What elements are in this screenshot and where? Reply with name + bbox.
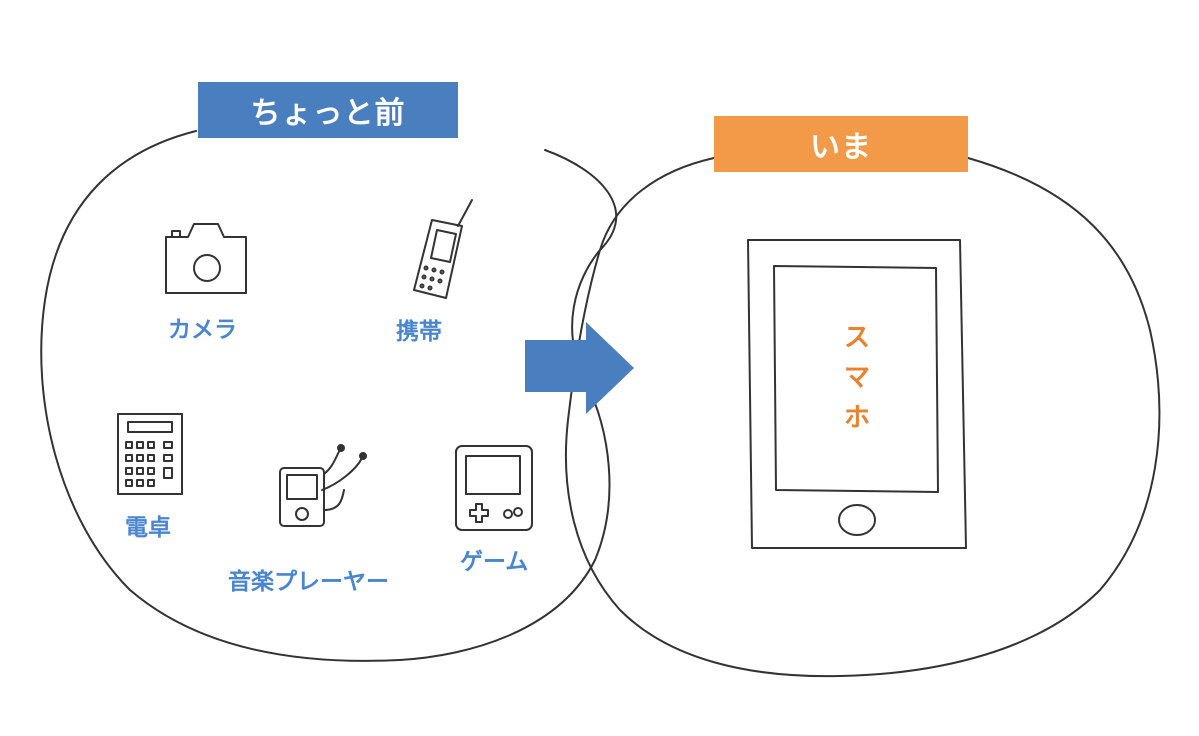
handheld-game-icon [455,445,533,531]
calculator-icon [117,413,183,495]
now-title: いま [810,130,872,165]
now-title-banner: いま [714,116,968,172]
camera-icon [165,223,247,294]
before-title: ちょっと前 [250,96,406,131]
calculator-label: 電卓 [125,515,171,541]
camera-label: カメラ [168,317,237,343]
before-group-circle [40,130,618,662]
game-label: ゲーム [460,549,529,575]
flip-phone-icon [413,199,473,299]
transition-arrow-icon [525,322,634,414]
music-player-icon [279,444,367,527]
smartphone-label-char: マ [843,363,870,393]
smartphone-label-char: ホ [843,403,870,433]
smartphone-label-char: ス [843,323,870,353]
music-player-label: 音楽プレーヤー [228,569,389,595]
phone-label: 携帯 [396,319,442,345]
now-group-circle [565,157,1161,678]
before-title-banner: ちょっと前 [198,82,458,138]
smartphone-icon [747,239,967,549]
smartphone-label: ス マ ホ [832,318,882,438]
